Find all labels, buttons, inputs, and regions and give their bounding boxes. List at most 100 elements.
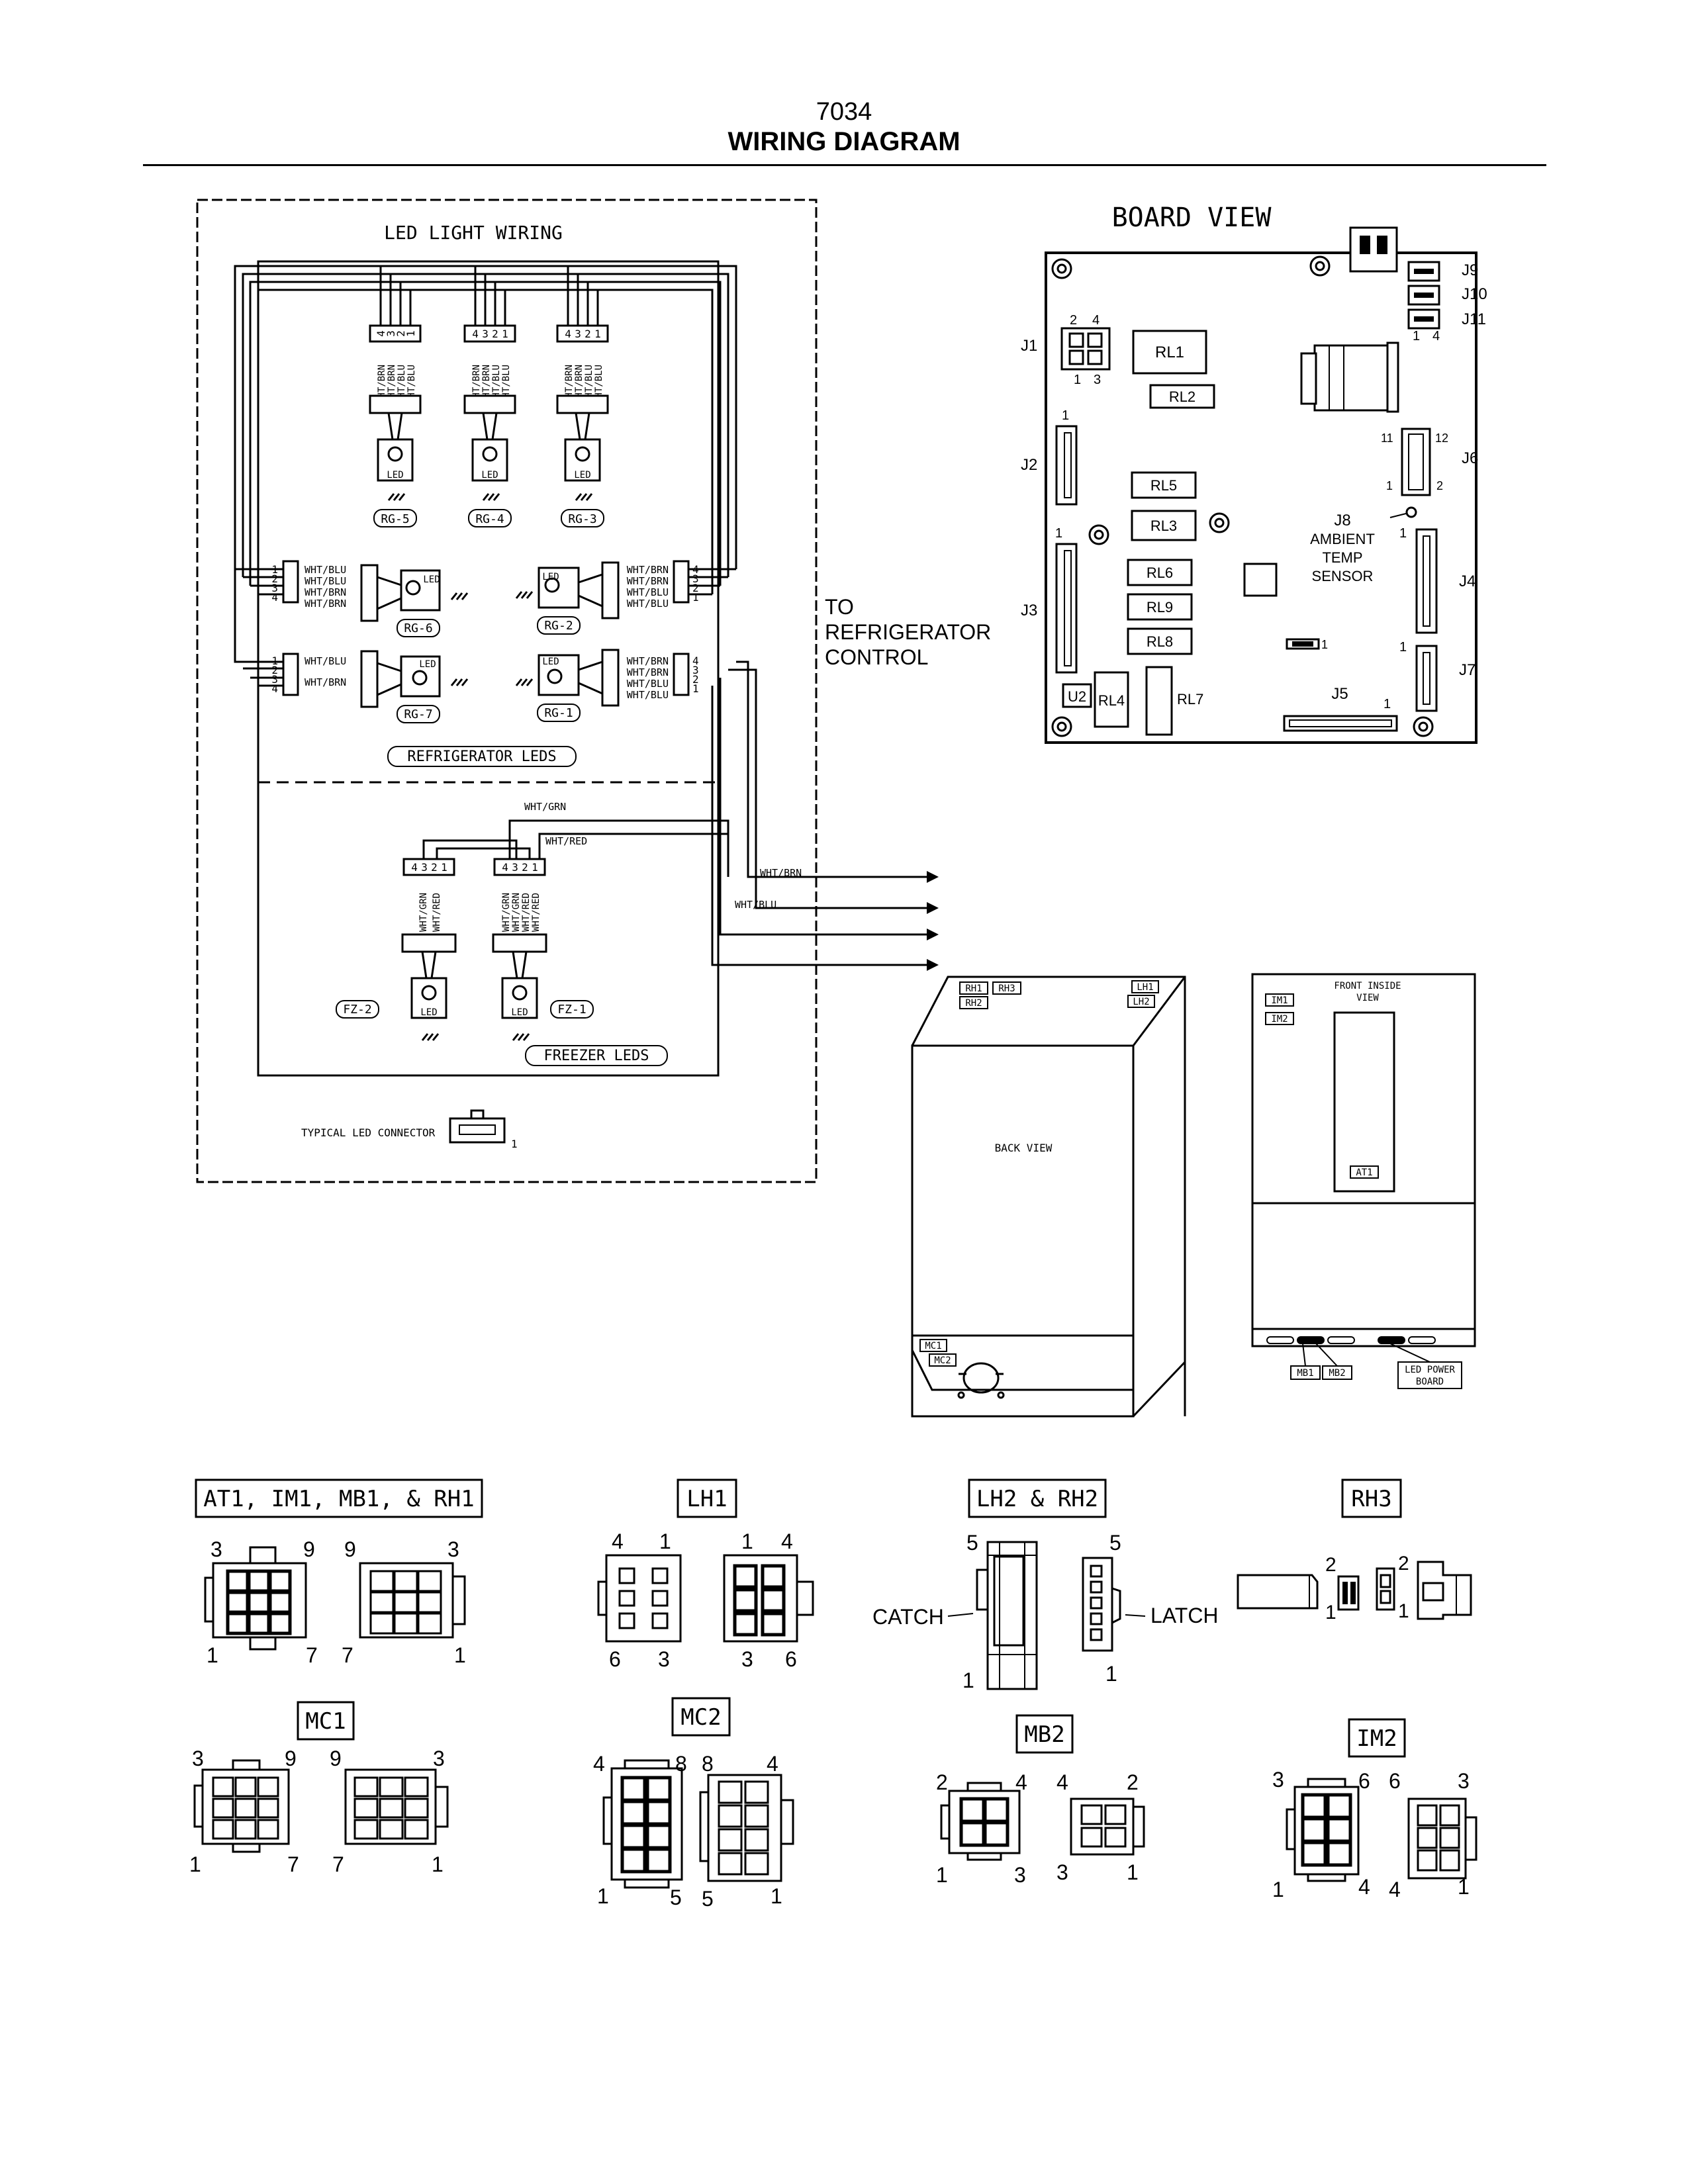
svg-text:1: 1 (441, 861, 447, 874)
svg-text:AT1: AT1 (1356, 1167, 1372, 1178)
svg-text:1: 1 (511, 1138, 518, 1150)
page-title: WIRING DIAGRAM (727, 127, 961, 156)
refrigerator-leds-label: REFRIGERATOR LEDS (407, 749, 556, 765)
svg-text:3: 3 (1094, 373, 1101, 387)
svg-text:WHT/BRN: WHT/BRN (574, 365, 585, 404)
to-control-label: TO REFRIGERATOR CONTROL (825, 595, 991, 669)
svg-text:4: 4 (271, 682, 278, 695)
svg-text:J7: J7 (1459, 661, 1476, 679)
svg-text:7: 7 (332, 1852, 344, 1876)
svg-text:3: 3 (575, 328, 581, 340)
svg-text:AT1, IM1, MB1, & RH1: AT1, IM1, MB1, & RH1 (203, 1486, 474, 1512)
svg-text:11: 11 (1381, 432, 1393, 445)
svg-text:J2: J2 (1021, 456, 1037, 474)
svg-text:WHT/BLU: WHT/BLU (305, 655, 346, 667)
svg-text:2: 2 (522, 861, 528, 874)
back-view: BACK VIEW RH1 RH3 RH2 LH1 LH2 MC1 MC2 (911, 976, 1186, 1418)
svg-text:MB2: MB2 (1329, 1368, 1345, 1379)
svg-text:J10: J10 (1462, 285, 1487, 303)
svg-text:WHT/BLU: WHT/BLU (397, 365, 407, 404)
svg-text:WHT/BLU: WHT/BLU (501, 365, 512, 404)
svg-text:RL8: RL8 (1147, 633, 1173, 650)
svg-text:LED: LED (542, 657, 559, 667)
connector-mc2: MC2 4 8 1 5 8 4 5 1 (593, 1697, 794, 1911)
svg-text:RG-1: RG-1 (544, 706, 573, 720)
svg-text:1: 1 (1325, 1602, 1336, 1623)
svg-text:FZ-2: FZ-2 (343, 1003, 371, 1017)
svg-text:2: 2 (692, 582, 699, 594)
svg-text:TYPICAL LED CONNECTOR: TYPICAL LED CONNECTOR (301, 1126, 436, 1139)
svg-text:REFRIGERATOR: REFRIGERATOR (825, 620, 991, 644)
svg-text:LH1: LH1 (686, 1486, 727, 1512)
svg-text:4: 4 (1358, 1875, 1370, 1899)
svg-text:3: 3 (1014, 1863, 1026, 1887)
front-inside-view: FRONT INSIDE VIEW IM1 IM2 AT1 MB1 MB2 LE… (1251, 973, 1476, 1389)
svg-text:3: 3 (433, 1747, 445, 1770)
svg-text:1: 1 (1399, 640, 1407, 655)
svg-text:1: 1 (594, 328, 601, 340)
svg-text:1: 1 (1413, 329, 1420, 343)
svg-text:IM2: IM2 (1356, 1725, 1397, 1752)
svg-text:BACK VIEW: BACK VIEW (995, 1142, 1053, 1154)
svg-text:5: 5 (1109, 1531, 1121, 1555)
svg-text:J4: J4 (1459, 572, 1476, 590)
svg-text:WHT/BLU: WHT/BLU (594, 365, 604, 404)
svg-text:7: 7 (287, 1852, 299, 1876)
svg-text:MB2: MB2 (1024, 1721, 1064, 1748)
led-wiring-panel: LED LIGHT WIRING 4 3 2 (196, 199, 939, 1183)
svg-text:2: 2 (1325, 1554, 1336, 1576)
svg-text:WHT/RED: WHT/RED (531, 893, 541, 932)
svg-text:2: 2 (936, 1770, 948, 1794)
svg-text:IM1: IM1 (1271, 995, 1288, 1006)
svg-text:LED: LED (387, 470, 403, 480)
svg-text:MC1: MC1 (305, 1708, 346, 1735)
svg-text:1: 1 (207, 1643, 218, 1667)
svg-text:WHT/BLU: WHT/BLU (305, 564, 346, 576)
svg-text:J1: J1 (1021, 337, 1037, 355)
svg-text:1: 1 (1272, 1878, 1284, 1901)
svg-text:WHT/RED: WHT/RED (432, 893, 442, 932)
svg-text:IM2: IM2 (1271, 1014, 1288, 1024)
svg-text:4: 4 (593, 1752, 605, 1776)
svg-text:FZ-1: FZ-1 (557, 1003, 586, 1017)
svg-text:1: 1 (692, 682, 699, 695)
compressor (957, 1362, 1005, 1399)
led-module-rg4: 4 3 2 1 WHT/BRN WHT/BRN WHT/BLU WHT/BLU … (463, 324, 516, 527)
svg-text:J9: J9 (1462, 261, 1478, 279)
svg-text:LED: LED (542, 572, 559, 582)
svg-text:FRONT INSIDE: FRONT INSIDE (1334, 981, 1401, 991)
svg-text:BOARD: BOARD (1416, 1377, 1444, 1387)
page-header: 7034 WIRING DIAGRAM (0, 0, 1688, 172)
svg-text:4: 4 (767, 1752, 778, 1776)
svg-text:2: 2 (492, 328, 498, 340)
svg-text:RG-5: RG-5 (381, 512, 409, 526)
svg-text:2: 2 (1070, 313, 1077, 328)
led-wiring-title: LED LIGHT WIRING (384, 222, 563, 244)
svg-text:WHT/BRN: WHT/BRN (481, 365, 492, 404)
led-module-fz1: 4 3 2 1 WHT/GRN WHT/GRN WHT/RED WHT/RED … (492, 858, 547, 1042)
svg-text:6: 6 (609, 1647, 621, 1671)
svg-text:3: 3 (658, 1647, 670, 1671)
svg-text:J6: J6 (1462, 449, 1478, 467)
svg-text:MC2: MC2 (680, 1704, 721, 1731)
svg-text:WHT/BRN: WHT/BRN (760, 867, 802, 879)
led-module-rg3: 4 3 2 1 WHT/BRN WHT/BRN WHT/BLU WHT/BLU … (556, 324, 609, 527)
svg-text:1: 1 (1458, 1875, 1470, 1899)
svg-text:WHT/BRN: WHT/BRN (627, 666, 669, 678)
svg-text:WHT/BRN: WHT/BRN (387, 365, 397, 404)
svg-text:1: 1 (1127, 1860, 1139, 1884)
svg-text:4: 4 (565, 328, 571, 340)
svg-text:1: 1 (1074, 373, 1081, 387)
svg-text:LATCH: LATCH (1150, 1604, 1219, 1627)
svg-text:WHT/GRN: WHT/GRN (418, 893, 429, 932)
svg-text:4: 4 (1389, 1878, 1401, 1901)
connector-lh2: LH2 & RH2 5 1 CATCH 5 1 LATCH (872, 1479, 1219, 1692)
document-number: 7034 (816, 98, 872, 126)
svg-text:5: 5 (702, 1887, 714, 1911)
svg-text:1: 1 (1383, 697, 1391, 711)
svg-text:9: 9 (344, 1537, 356, 1561)
output-arrows (927, 871, 939, 971)
svg-text:1: 1 (502, 328, 508, 340)
svg-text:MB1: MB1 (1297, 1368, 1313, 1379)
connector-rh3: RH3 2 1 2 1 (1237, 1479, 1472, 1623)
